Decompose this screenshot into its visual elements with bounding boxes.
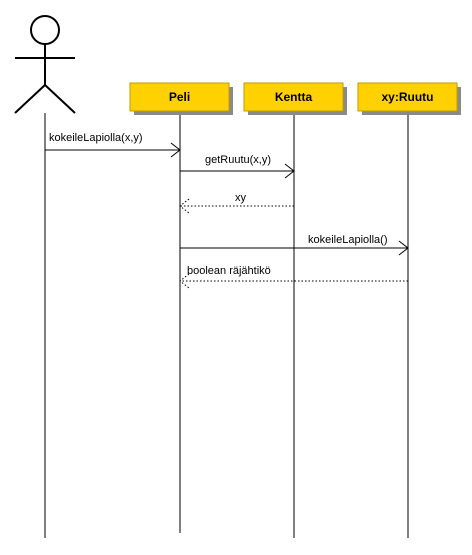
object-peli-label: Peli: [169, 90, 190, 104]
message-3-arrowhead: [179, 198, 190, 214]
message-5: boolean räjähtikö: [179, 265, 408, 289]
message-4-arrowhead: [398, 240, 409, 256]
object-kentta-box: [243, 82, 344, 112]
message-1: kokeileLapiolla(x,y): [45, 132, 181, 158]
message-3: xy: [179, 192, 294, 214]
message-5-label: boolean räjähtikö: [187, 265, 271, 277]
actor-left-leg: [14, 84, 46, 114]
object-peli-box: [129, 82, 230, 112]
object-kentta: Kentta: [243, 82, 347, 115]
message-2-label: getRuutu(x,y): [205, 154, 271, 166]
message-1-arrowhead: [170, 142, 181, 158]
message-2-arrowhead: [284, 163, 295, 179]
message-5-arrowhead: [179, 273, 190, 289]
message-1-label: kokeileLapiolla(x,y): [49, 132, 143, 144]
object-ruutu: xy:Ruutu: [357, 82, 461, 115]
message-3-label: xy: [235, 192, 247, 204]
object-ruutu-box: [357, 82, 458, 112]
object-kentta-label: Kentta: [275, 90, 313, 104]
object-peli: Peli: [129, 82, 233, 115]
actor-figure: [14, 15, 76, 114]
message-4: kokeileLapiolla(): [180, 234, 409, 256]
actor-right-leg: [44, 84, 76, 114]
message-2: getRuutu(x,y): [180, 154, 295, 179]
object-ruutu-label: xy:Ruutu: [382, 90, 434, 104]
message-4-label: kokeileLapiolla(): [308, 234, 388, 246]
actor-head: [30, 15, 60, 45]
